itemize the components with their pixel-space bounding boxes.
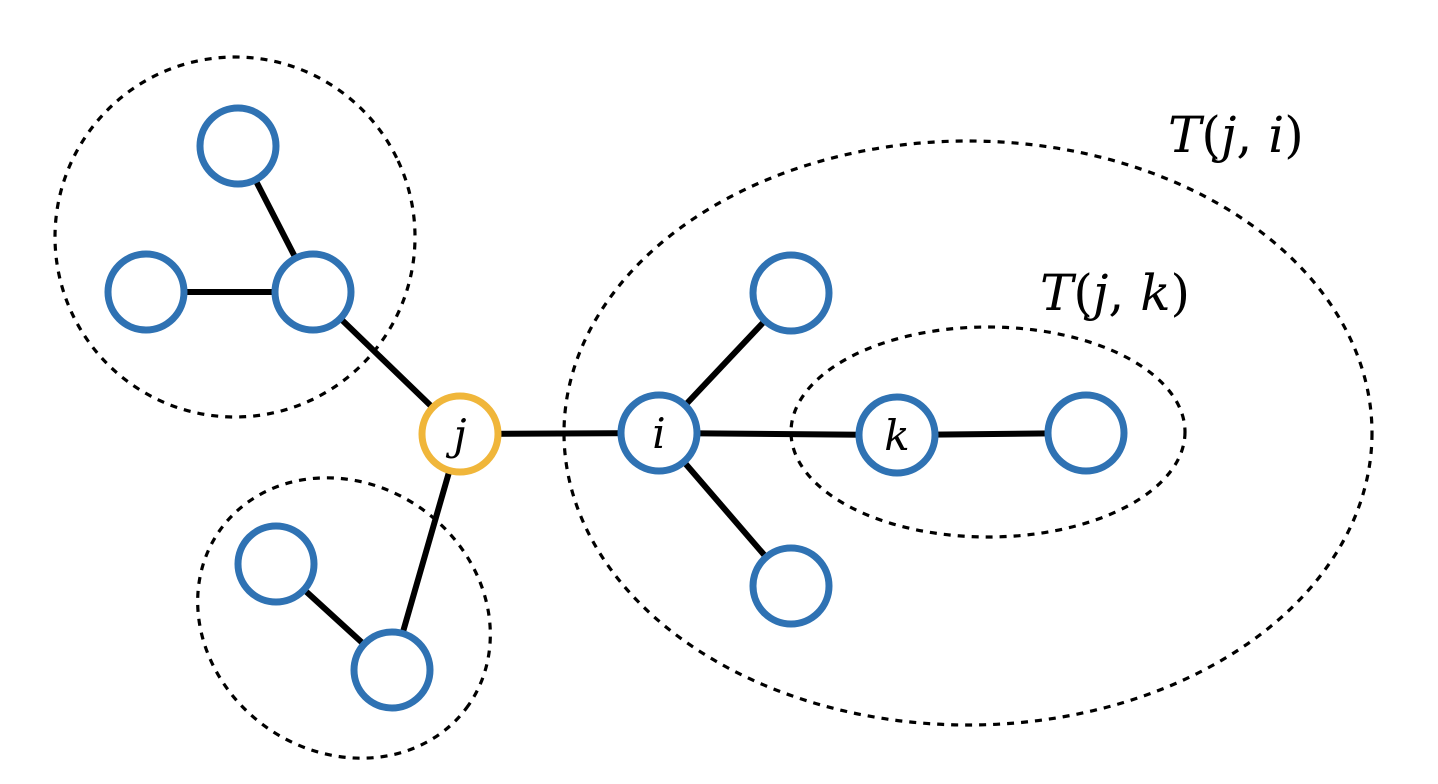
- region-label-T-j-i-symbol: T: [1168, 106, 1205, 164]
- region-label-T-j-k-symbol: T: [1040, 264, 1077, 322]
- node-ul-left: [104, 250, 188, 334]
- region-label-T-j-k-arg-2: k: [1140, 264, 1170, 322]
- region-label-T-j-i: T(j, i): [1168, 106, 1304, 164]
- nodes: [104, 104, 1128, 712]
- region-label-T-j-i-close-paren: ): [1284, 106, 1304, 164]
- node-i: [617, 391, 701, 475]
- region-label-T-j-i-comma: ,: [1236, 106, 1268, 164]
- node-ul-top: [196, 104, 280, 188]
- region-label-T-j-k: T(j, k): [1040, 264, 1190, 322]
- node-leaf-right: [1044, 391, 1128, 475]
- region-label-T-j-k-open-paren: (: [1073, 264, 1093, 322]
- region-T-j-i: [562, 139, 1374, 727]
- node-ul-hub: [271, 250, 355, 334]
- region-label-T-j-k-comma: ,: [1108, 264, 1140, 322]
- region-label-T-j-i-open-paren: (: [1201, 106, 1221, 164]
- region-label-T-j-i-arg-2: i: [1268, 106, 1284, 164]
- region-upper-left-group: [53, 55, 417, 419]
- node-label-k: k: [884, 411, 909, 460]
- region-label-T-j-k-close-paren: ): [1171, 264, 1191, 322]
- node-label-i: i: [652, 409, 665, 458]
- node-i-bottom: [749, 544, 833, 628]
- node-ll-hub: [350, 628, 434, 712]
- region-labels: T(j, i) T(j, k): [1040, 106, 1304, 322]
- node-ll-leaf: [234, 522, 318, 606]
- node-k: [855, 393, 939, 477]
- region-T-j-k: [789, 325, 1187, 539]
- node-i-top: [749, 251, 833, 335]
- subtree-regions: [53, 55, 1374, 760]
- region-lower-left-group: [196, 476, 492, 760]
- node-j: [418, 392, 502, 476]
